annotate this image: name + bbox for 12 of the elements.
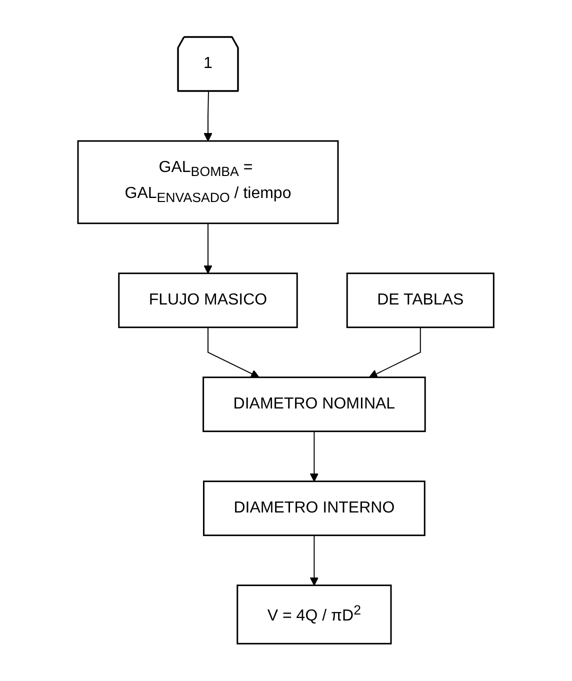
node-box: DIAMETRO NOMINAL bbox=[202, 376, 426, 432]
arrow bbox=[204, 223, 213, 274]
arrow bbox=[310, 431, 319, 482]
arrow bbox=[310, 535, 319, 586]
node-box: V = 4Q / πD$^{2}$ bbox=[236, 584, 392, 645]
node-box: DIAMETRO INTERNO bbox=[203, 480, 426, 536]
arrow bbox=[208, 327, 260, 378]
node-box: FLUJO MASICO bbox=[118, 272, 298, 328]
arrow bbox=[369, 327, 422, 378]
node-box: DE TABLAS bbox=[346, 272, 495, 328]
node-box: GAL$_{BOMBA}$ = GAL$_{ENVASADO}$ / tiempo bbox=[77, 140, 339, 224]
arrow bbox=[204, 91, 213, 142]
